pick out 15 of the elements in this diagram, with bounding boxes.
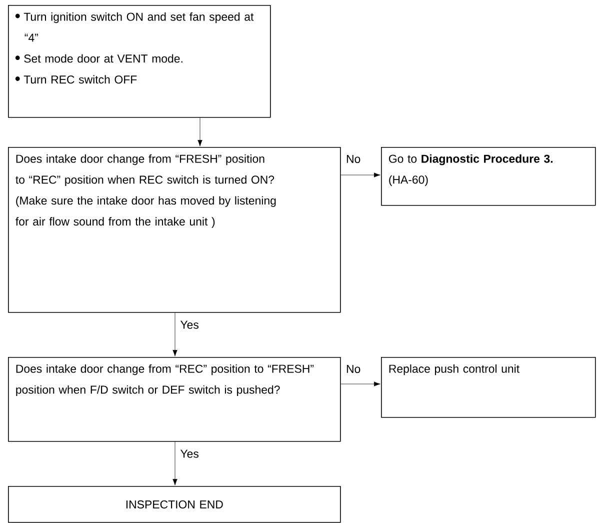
decision-box: Does intake door change from “FRESH” position to “REC” position when REC switch is turned ON? (Make sure the intake door has moved by listening for air flow sound from the intake unit ) (8, 147, 341, 313)
arrow (172, 442, 178, 486)
end-box: INSPECTION END (8, 486, 341, 523)
edge-label: Yes (179, 320, 200, 330)
edge-label: No (345, 364, 362, 374)
action-box: Replace push control unit (381, 357, 596, 418)
edge-label: No (345, 154, 362, 164)
arrow (198, 118, 202, 146)
arrow (172, 312, 178, 356)
arrow (340, 382, 380, 386)
edge-label: Yes (179, 448, 200, 459)
decision-box: Does intake door change from “REC” position to “FRESH” position when F/D switch or DEF switch is pushed? (8, 357, 341, 442)
arrow (340, 172, 380, 178)
step-box: Turn ignition switch ON and set fan speed at “4” Set mode door at VENT mode. Turn REC switch OFF (8, 5, 271, 118)
action-box: Go to Diagnostic Procedure 3. (HA-60) (381, 147, 596, 206)
